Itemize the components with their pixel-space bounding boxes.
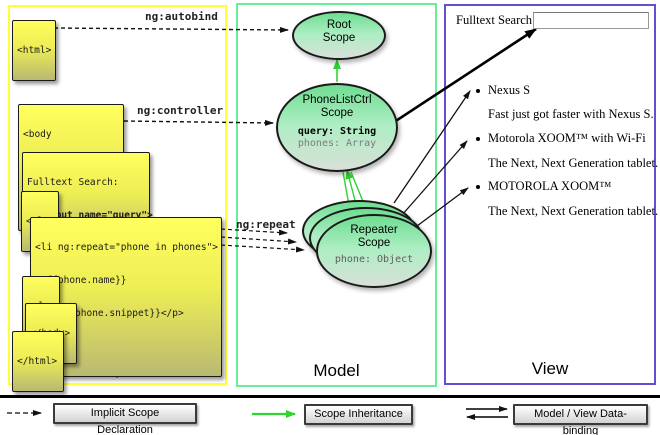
phone-property: phone: Object: [334, 254, 414, 265]
view-item-desc: The Next, Next Generation tablet.: [488, 204, 659, 218]
query-property: query: String: [297, 126, 377, 137]
bullet-icon: [476, 89, 480, 93]
legend-implicit-scope-declaration: Implicit Scope Declaration: [53, 403, 197, 435]
phonelistctrl-scope-ellipse: PhoneListCtrl Scope query: String phones…: [276, 83, 398, 172]
repeater-scope-ellipse: Repeater Scope phone: Object: [316, 214, 432, 288]
root-scope-ellipse: Root Scope: [292, 11, 386, 60]
legend-model-view-data-binding: Model / View Data-binding: [513, 404, 648, 435]
code-html-close: </html>: [12, 331, 64, 392]
model-column: Model: [236, 3, 437, 387]
view-item-title: Nexus S: [488, 83, 531, 97]
view-item-title: MOTOROLA XOOM™: [488, 179, 612, 193]
bullet-icon: [476, 137, 480, 141]
view-item-desc: Fast just got faster with Nexus S.: [488, 107, 654, 121]
phones-property: phones: Array: [297, 138, 377, 149]
view-search-label: Fulltext Search:: [456, 13, 536, 27]
code-html-open: <html>: [12, 20, 56, 81]
view-column-label: View: [531, 359, 569, 378]
legend-scope-inheritance: Scope Inheritance: [304, 404, 413, 425]
model-column-label: Model: [313, 361, 360, 380]
edge-label-ng-controller: ng:controller: [137, 104, 224, 117]
view-search-input[interactable]: [533, 12, 649, 29]
legend-separator-line: [0, 395, 660, 398]
view-item-title: Motorola XOOM™ with Wi-Fi: [488, 131, 646, 145]
view-item-desc: The Next, Next Generation tablet.: [488, 156, 659, 170]
edge-label-ng-autobind: ng:autobind: [145, 10, 218, 23]
view-column: View: [444, 4, 656, 385]
edge-label-ng-repeat: ng:repeat: [236, 218, 296, 231]
bullet-icon: [476, 185, 480, 189]
